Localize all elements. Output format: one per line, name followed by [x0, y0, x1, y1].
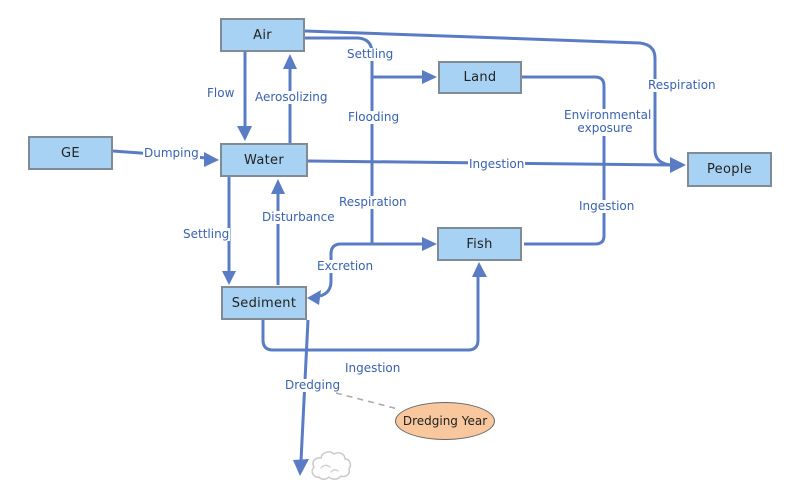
node-sediment-label: Sediment — [231, 295, 297, 311]
arrowhead-into-land — [422, 70, 437, 84]
edge-label-flooding: Flooding — [347, 110, 401, 125]
node-land[interactable]: Land — [438, 61, 522, 94]
arrowhead-into-sediment-top — [222, 271, 236, 285]
edge-label-ingestion-fish: Ingestion — [578, 199, 636, 214]
node-people[interactable]: People — [687, 152, 772, 187]
node-sediment[interactable]: Sediment — [221, 286, 307, 320]
edge-air-to-people-respiration-line — [304, 29, 673, 167]
node-people-label: People — [707, 162, 752, 177]
edge-label-excretion: Excretion — [316, 259, 375, 274]
edge-label-flow: Flow — [206, 86, 236, 101]
node-water[interactable]: Water — [220, 143, 308, 177]
arrowhead-into-fish-left — [422, 237, 437, 251]
edge-label-environmental-exposure: Environmental exposure — [563, 108, 652, 136]
edge-sediment-to-fish-ingestion-line — [261, 276, 480, 352]
edge-label-ingestion-sediment: Ingestion — [344, 361, 402, 376]
arrowhead-into-fish-bottom — [472, 262, 487, 277]
edge-label-ingestion-water: Ingestion — [468, 157, 526, 172]
node-ge[interactable]: GE — [28, 136, 113, 170]
node-fish-label: Fish — [466, 236, 493, 252]
edge-land-people-fish-line — [522, 75, 606, 246]
arrowhead-dredging-out — [293, 459, 309, 476]
edge-label-settling-water: Settling — [182, 227, 231, 242]
edge-fish-to-sediment-excretion-line — [319, 242, 371, 298]
arrowhead-into-water-bottom — [271, 179, 285, 194]
arrowhead-into-water-top — [237, 126, 252, 141]
node-ge-label: GE — [61, 145, 80, 161]
arrowhead-into-air-bottom — [283, 54, 297, 69]
edge-label-settling-air: Settling — [346, 47, 395, 62]
edge-label-respiration-water: Respiration — [338, 195, 408, 210]
edge-label-dumping: Dumping — [143, 146, 200, 161]
edge-label-respiration-air: Respiration — [647, 78, 717, 93]
node-land-label: Land — [463, 70, 497, 85]
node-air[interactable]: Air — [220, 18, 305, 52]
node-air-label: Air — [253, 27, 272, 43]
edge-label-disturbance: Disturbance — [261, 210, 336, 225]
arrowhead-into-people — [670, 157, 686, 173]
arrowhead-into-water-left — [204, 152, 219, 167]
edge-label-aerosolizing: Aerosolizing — [254, 90, 329, 105]
cloud-icon — [311, 451, 352, 480]
node-water-label: Water — [244, 152, 284, 168]
dredging-year-label: Dredging Year — [402, 414, 488, 428]
edge-label-dredging: Dredging — [284, 378, 342, 393]
dredging-year-node[interactable]: Dredging Year — [395, 402, 495, 440]
node-fish[interactable]: Fish — [437, 227, 522, 261]
dashed-connector-dredging-year — [335, 392, 399, 410]
arrowhead-into-sediment-right — [307, 290, 321, 305]
